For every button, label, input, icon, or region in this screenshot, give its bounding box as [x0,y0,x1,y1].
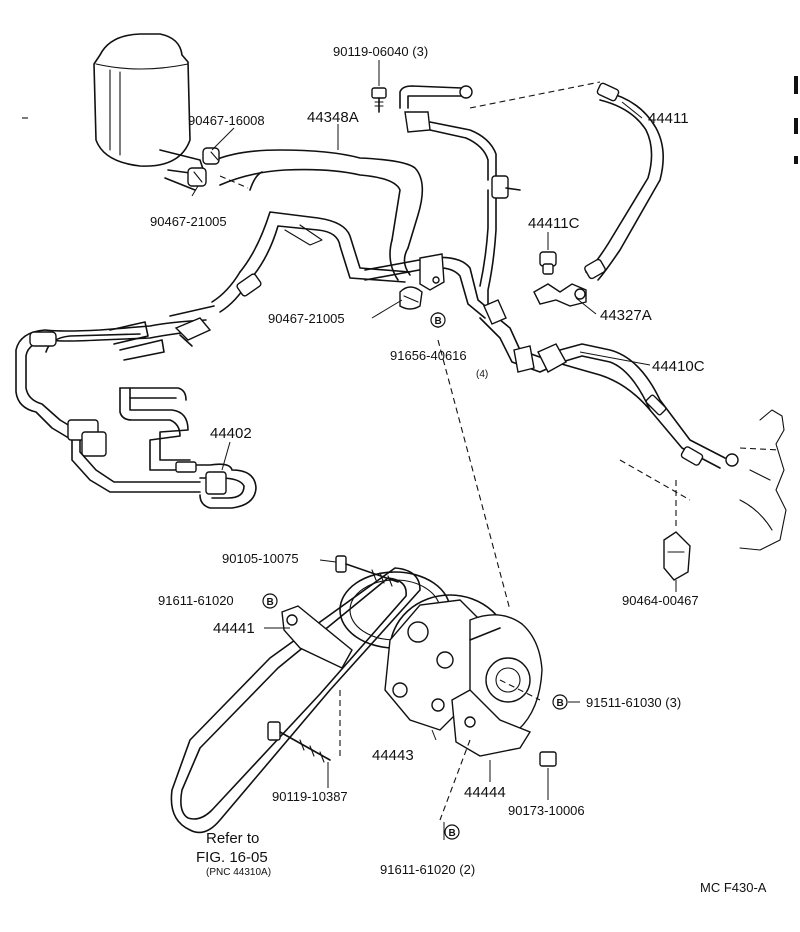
bracket-44444 [451,689,532,757]
clip-90464-00467 [663,531,691,581]
pipe-bundle-left [15,305,215,493]
b-marker-2: B [262,593,278,609]
label-91656-40616: 91656-40616 [390,348,467,363]
label-44441: 44441 [213,620,255,637]
b-marker-4: B [444,824,460,840]
label-44444: 44444 [464,784,506,801]
refer-line-2: FIG. 16-05 [196,849,268,866]
pipe-lower-right [479,299,739,469]
refer-line-1: Refer to [206,830,259,847]
label-90467-21005-top: 90467-21005 [150,214,227,229]
label-90467-16008: 90467-16008 [188,113,265,128]
label-44327A: 44327A [600,307,652,324]
b-marker-3-text: B [557,698,564,709]
callout-labels: 90119-06040 (3) 44348A 90467-16008 90467… [150,44,767,895]
label-44410C: 44410C [652,358,705,375]
label-91611-61020-top: 91611-61020 [158,593,234,608]
label-44411C: 44411C [528,215,580,232]
label-90119-10387: 90119-10387 [272,789,348,804]
label-91511-61030: 91511-61030 (3) [586,695,681,710]
refer-line-3: (PNC 44310A) [206,867,271,878]
hose-44402 [175,461,257,509]
label-90464-00467: 90464-00467 [622,593,699,608]
label-44348A: 44348A [307,109,359,126]
label-90105-10075: 90105-10075 [222,551,299,566]
label-90119-06040: 90119-06040 (3) [333,44,428,59]
bracket-44441 [281,605,353,669]
nut-90173-10006 [539,751,557,767]
figure-code: MC F430-A [700,880,767,895]
pipe-loop-upper [211,211,411,313]
steering-gear-box [739,409,787,551]
label-90467-21005-mid: 90467-21005 [268,311,345,326]
reference-lines [22,81,781,821]
bolt-90119-06040 [371,87,387,113]
clamp-90467-21005-mid [399,286,423,310]
label-44411: 44411 [648,110,689,127]
b-marker-1: B [430,312,446,328]
reservoir-tank [93,33,206,191]
label-91656-40616-qty: (4) [476,369,488,380]
clamp-90467-16008 [202,147,220,165]
b-marker-4-text: B [449,828,456,839]
label-44443: 44443 [372,747,414,764]
fitting-44327A [533,283,587,307]
b-marker-3: B [552,694,568,710]
drive-belt [170,567,421,834]
bolt-90119-10387 [267,721,331,763]
pressure-hose-44411 [584,82,664,281]
label-90173-10006: 90173-10006 [508,803,585,818]
bolt-90105-10075 [335,555,399,587]
label-91611-61020-bottom: 91611-61020 (2) [380,862,475,877]
b-marker-2-text: B [267,597,274,608]
label-44402: 44402 [210,425,252,442]
edge-marks [794,76,798,164]
b-marker-1-text: B [435,316,442,327]
pipe-upper-right [399,85,521,311]
union-bolt-44411C [539,251,557,275]
pressure-pipe-center [364,253,491,319]
clamp-90467-21005-top [187,167,207,187]
return-hose-44348A [214,149,424,281]
